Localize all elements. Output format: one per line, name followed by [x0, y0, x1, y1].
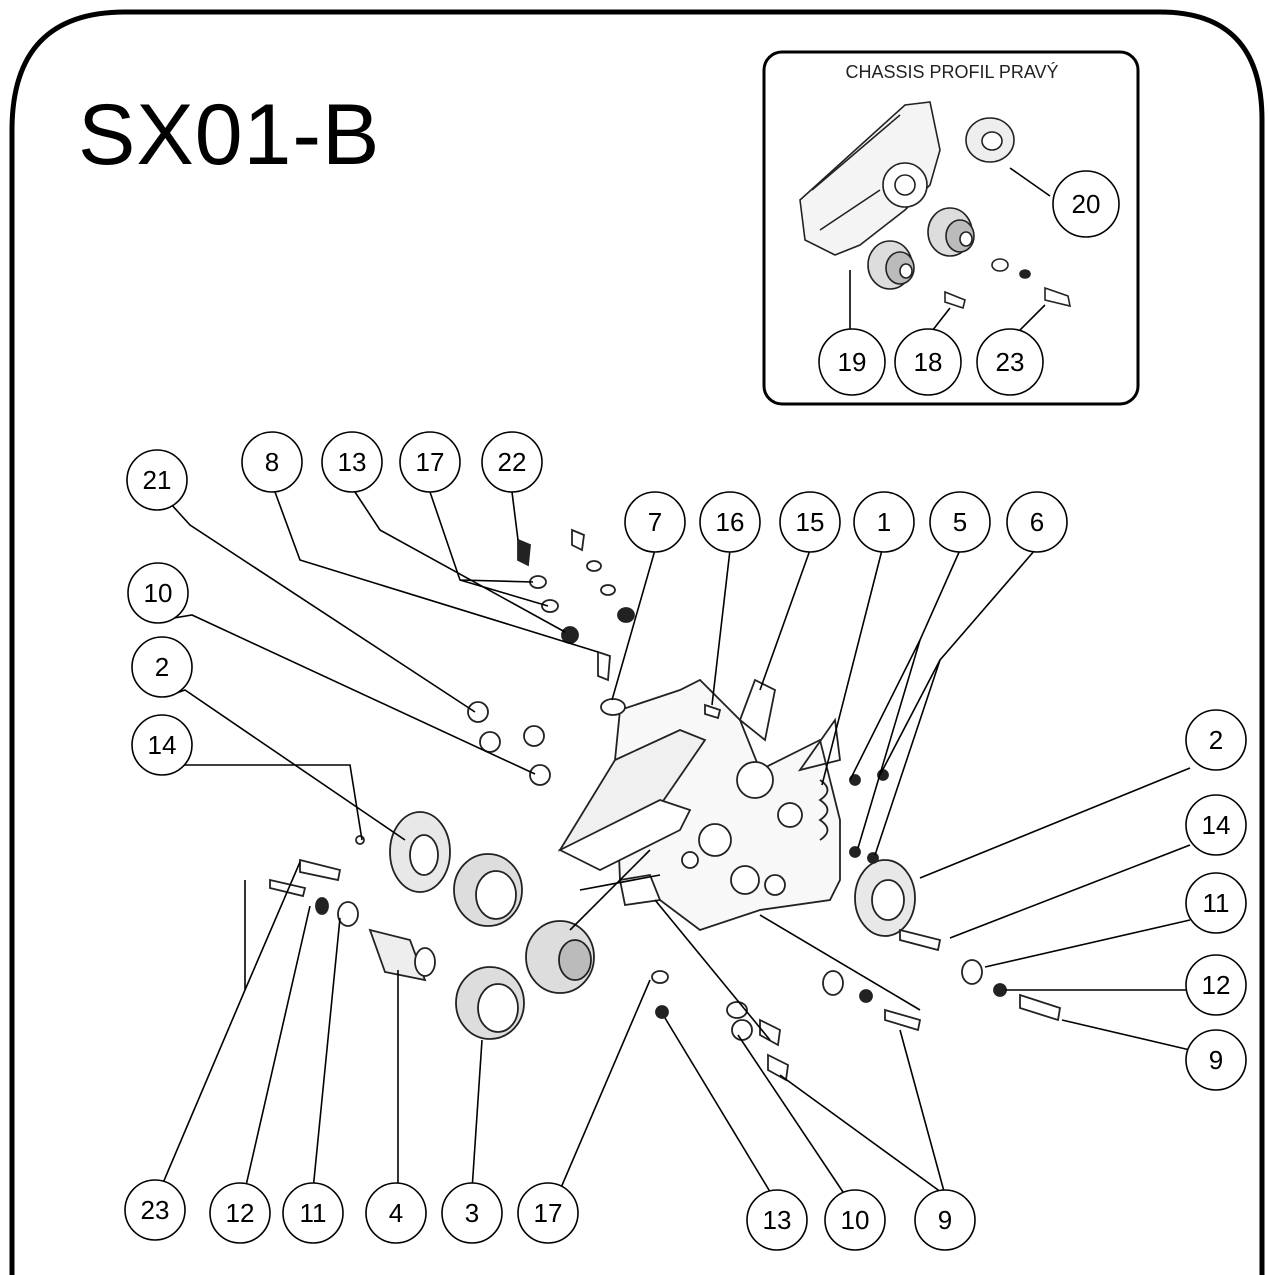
inset-callout: 18 [914, 347, 943, 377]
callout: 14 [1202, 810, 1231, 840]
leader-lines [159, 491, 1191, 1196]
callout: 8 [265, 447, 279, 477]
callout: 6 [1030, 507, 1044, 537]
callout: 5 [953, 507, 967, 537]
callout: 7 [648, 507, 662, 537]
callout: 22 [498, 447, 527, 477]
callout: 14 [148, 730, 177, 760]
inset-frame [762, 50, 1140, 406]
callout: 12 [226, 1198, 255, 1228]
callout: 10 [144, 578, 173, 608]
callout: 9 [938, 1205, 952, 1235]
callout: 17 [534, 1198, 563, 1228]
callout: 11 [1203, 888, 1230, 918]
callout: 23 [141, 1195, 170, 1225]
sheet-border [9, 9, 1265, 1275]
callout: 2 [1209, 725, 1223, 755]
callout-bubbles [124, 170, 1247, 1251]
inset-callout: 19 [838, 347, 867, 377]
callout: 21 [143, 465, 172, 495]
callout: 2 [155, 652, 169, 682]
drawing-title: SX01-B [78, 87, 381, 183]
main-assembly-drawing [269, 528, 1062, 1082]
inset-title: CHASSIS PROFIL PRAVÝ [845, 62, 1059, 82]
callout: 3 [465, 1198, 479, 1228]
inset-callout: 20 [1072, 189, 1101, 219]
inset-chassis-drawing [799, 101, 1072, 341]
callout: 13 [338, 447, 367, 477]
callout: 4 [389, 1198, 403, 1228]
callout: 12 [1202, 970, 1231, 1000]
callout: 13 [763, 1205, 792, 1235]
callout: 16 [716, 507, 745, 537]
callout: 10 [841, 1205, 870, 1235]
callout: 15 [796, 507, 825, 537]
callout: 17 [416, 447, 445, 477]
callout: 9 [1209, 1045, 1223, 1075]
callout: 11 [300, 1198, 327, 1228]
callout: 1 [877, 507, 891, 537]
inset-callout: 23 [996, 347, 1025, 377]
callout-labels: 20 19 18 23 21 8 13 17 22 7 16 15 1 5 6 … [141, 189, 1231, 1235]
